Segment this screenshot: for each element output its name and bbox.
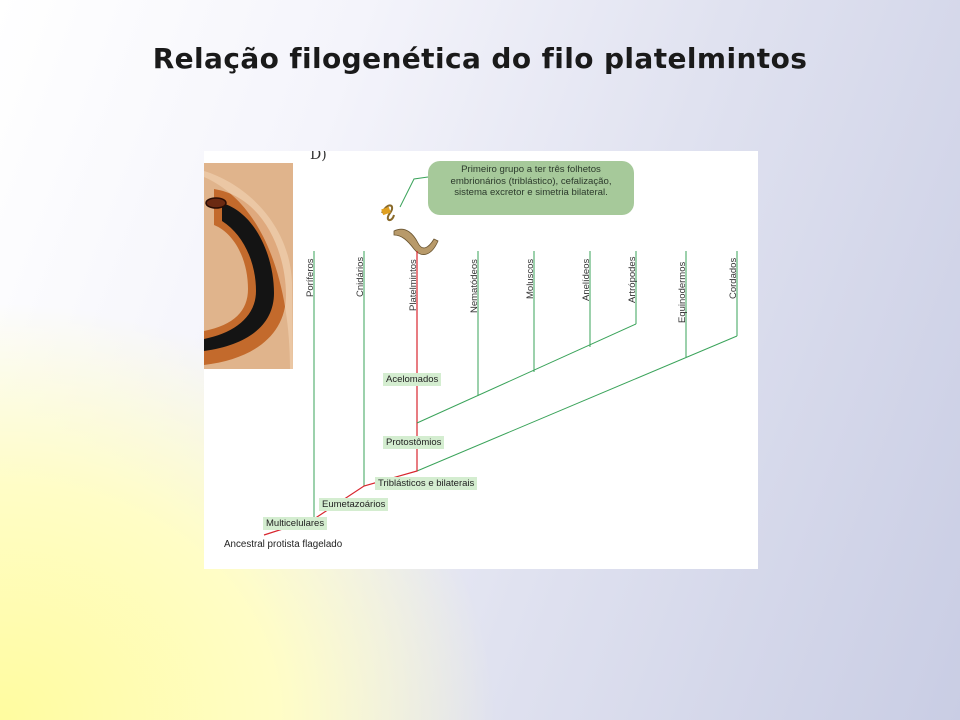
node-triblasticos: Triblásticos e bilaterais — [375, 477, 478, 490]
node-multicelulares: Multicelulares — [263, 517, 328, 530]
phylogenetic-tree-figure: D) Primeiro grupo a ter três folhetos em… — [204, 151, 758, 569]
root-ancestor: Ancestral protista flagelado — [224, 539, 343, 550]
taxon-cnidarios: Cnidários — [355, 256, 366, 297]
protostome-diagonal — [416, 323, 637, 424]
callout-connector — [399, 176, 429, 208]
taxon-moluscos: Moluscos — [525, 258, 536, 299]
callout-box: Primeiro grupo a ter três folhetos embri… — [428, 161, 634, 215]
taxon-equinodermos: Equinodermos — [677, 261, 688, 323]
figure-letter: D) — [310, 151, 327, 163]
taxon-cordados: Cordados — [728, 257, 739, 299]
flatworm-icon — [393, 228, 439, 255]
deuterostome-diagonal — [416, 335, 738, 472]
taxon-platelmintos: Platelmintos — [408, 259, 419, 311]
node-protostomios: Protostômios — [383, 436, 445, 449]
taxon-nematodeos: Nematódeos — [469, 259, 480, 313]
worm-icon — [381, 204, 395, 221]
taxon-poriferos: Poríferos — [305, 258, 316, 297]
page-title: Relação filogenética do filo platelminto… — [152, 42, 808, 75]
taxon-artropodes: Artrópodes — [627, 256, 638, 303]
flatworm-photo — [204, 163, 293, 369]
taxon-anelideos: Anelídeos — [581, 258, 592, 301]
node-eumetazoarios: Eumetazoários — [319, 498, 389, 511]
node-acelomados: Acelomados — [383, 373, 442, 386]
cladogram — [263, 176, 738, 536]
